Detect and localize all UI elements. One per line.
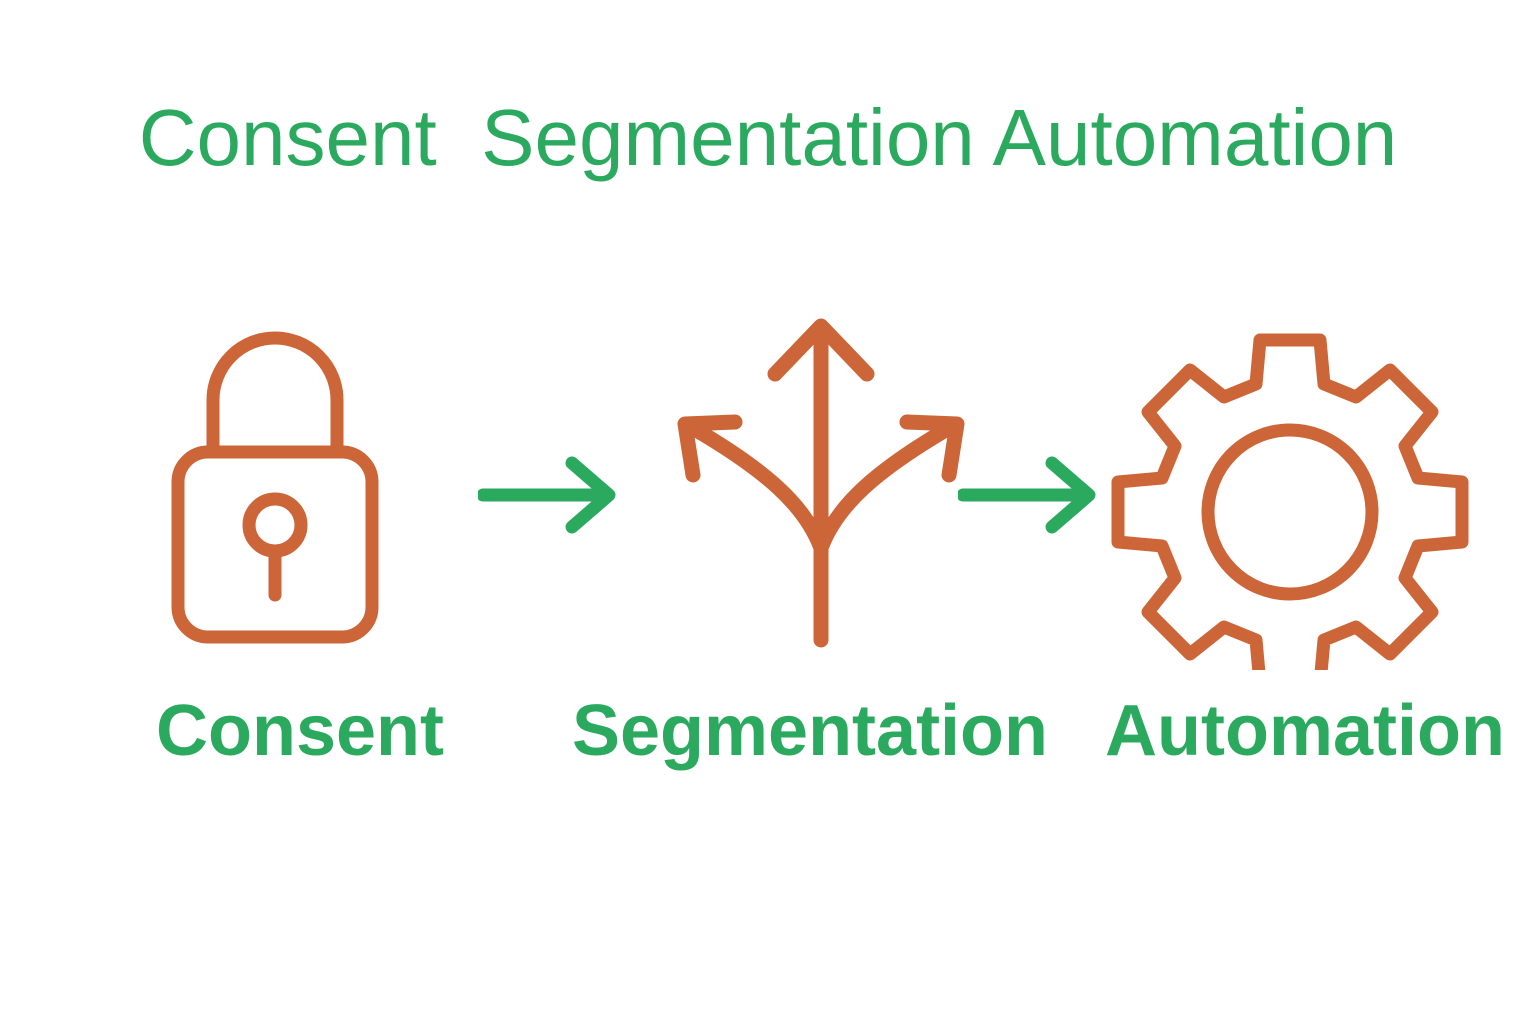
flow-label-automation: Automation	[1105, 691, 1505, 771]
flow-label-segmentation: Segmentation	[571, 691, 1049, 771]
lock-icon	[171, 331, 379, 644]
flow-diagram	[0, 300, 1536, 670]
flow-label-consent: Consent	[156, 691, 444, 771]
flow-labels: Consent Segmentation Automation	[0, 695, 1536, 785]
page-title: Consent Segmentation Automation	[138, 93, 1398, 182]
flow-connector-1	[476, 450, 638, 540]
flow-step-segmentation[interactable]	[655, 300, 995, 670]
flow-step-consent[interactable]	[150, 300, 450, 670]
flow-connector-2	[956, 450, 1118, 540]
branching-arrows-icon	[677, 318, 965, 648]
arrow-right-icon	[956, 456, 1096, 534]
arrow-right-icon	[476, 456, 616, 534]
flow-step-automation[interactable]	[1110, 300, 1470, 670]
gear-icon	[1111, 333, 1469, 670]
